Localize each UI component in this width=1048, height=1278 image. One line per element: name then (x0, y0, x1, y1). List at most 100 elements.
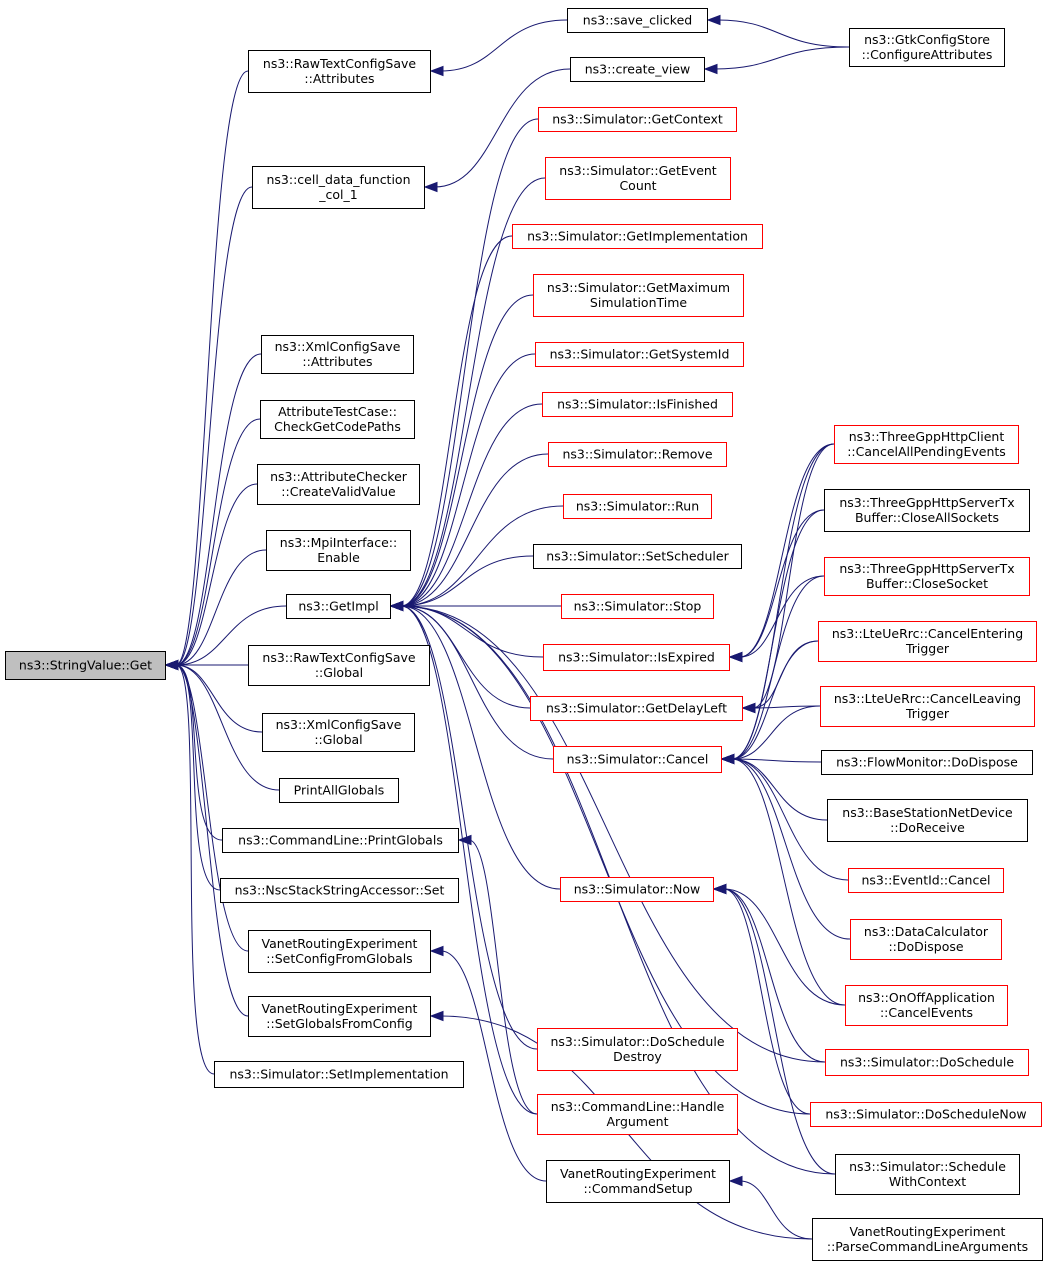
node-ns3-threegpphttpservertxbuffer-closesocket[interactable]: ns3::ThreeGppHttpServerTxBuffer::CloseSo… (824, 557, 1030, 596)
node-label-line: Argument (606, 1114, 668, 1129)
node-box (220, 878, 459, 903)
node-ns3-datacalculator-dodispose[interactable]: ns3::DataCalculator::DoDispose (850, 919, 1002, 960)
node-ns3-xmlconfigsave-global[interactable]: ns3::XmlConfigSave::Global (262, 713, 415, 752)
node-label-line: ns3::CommandLine::PrintGlobals (238, 833, 443, 848)
node-ns3-save-clicked[interactable]: ns3::save_clicked (567, 8, 708, 33)
node-ns3-simulator-setimplementation[interactable]: ns3::Simulator::SetImplementation (214, 1061, 464, 1088)
node-ns3-simulator-doschedule[interactable]: ns3::Simulator::DoSchedule (825, 1049, 1029, 1076)
node-label-line: ns3::Simulator::GetSystemId (550, 347, 730, 362)
arrowhead-n27-to-n25 (741, 702, 756, 714)
edge-n36-to-n10 (400, 605, 811, 1115)
node-ns3-threegpphttpservertxbuffer-closeallsockets[interactable]: ns3::ThreeGppHttpServerTxBuffer::CloseAl… (824, 489, 1030, 532)
edge-n2-to-n1 (440, 19, 568, 72)
node-ns3-simulator-getsystemid[interactable]: ns3::Simulator::GetSystemId (535, 342, 744, 367)
edge-n34-to-n10 (400, 605, 561, 890)
node-box (567, 8, 708, 33)
edge-n7-to-n0 (175, 418, 261, 666)
node-label-line: ::Global (314, 732, 362, 747)
node-attributetestcase-checkgetcodepaths[interactable]: AttributeTestCase::CheckGetCodePaths (260, 400, 415, 439)
node-vanetroutingexperiment-commandsetup[interactable]: VanetRoutingExperiment::CommandSetup (546, 1160, 730, 1203)
arrowhead-n3-to-n5 (703, 63, 718, 75)
node-label-line: ns3::BaseStationNetDevice (842, 805, 1013, 820)
node-box (845, 985, 1008, 1026)
node-ns3-simulator-stop[interactable]: ns3::Simulator::Stop (561, 594, 714, 619)
node-box (214, 1061, 464, 1088)
node-label-line: ns3::XmlConfigSave (276, 717, 402, 732)
node-label-line: ns3::DataCalculator (864, 924, 989, 939)
node-ns3-stringvalue-get[interactable]: ns3::StringValue::Get (5, 651, 166, 680)
node-label-line: ns3::FlowMonitor::DoDispose (836, 755, 1018, 770)
node-ns3-getimpl[interactable]: ns3::GetImpl (286, 594, 391, 619)
node-printallglobals[interactable]: PrintAllGlobals (279, 778, 399, 803)
node-ns3-commandline-printglobals[interactable]: ns3::CommandLine::PrintGlobals (222, 828, 459, 853)
node-label-line: WithContext (889, 1174, 966, 1189)
edge-n1-to-n0 (175, 70, 249, 666)
node-box (533, 274, 744, 317)
node-ns3-xmlconfigsave-attributes[interactable]: ns3::XmlConfigSave::Attributes (261, 335, 414, 374)
node-box (537, 1094, 738, 1135)
edge-n42-to-n10 (400, 605, 538, 1050)
node-vanetroutingexperiment-parsecommandlinearguments[interactable]: VanetRoutingExperiment::ParseCommandLine… (812, 1218, 1043, 1261)
node-ns3-mpiinterface-enable[interactable]: ns3::MpiInterface::Enable (266, 530, 411, 571)
node-ns3-simulator-remove[interactable]: ns3::Simulator::Remove (548, 442, 727, 467)
node-label-line: ::Attributes (302, 354, 372, 369)
node-ns3-rawtextconfigsave-attributes[interactable]: ns3::RawTextConfigSave::Attributes (248, 50, 431, 93)
node-box (810, 1102, 1042, 1127)
node-label-line: Trigger (905, 641, 950, 656)
node-ns3-simulator-getcontext[interactable]: ns3::Simulator::GetContext (538, 107, 737, 132)
edge-n15-to-n10 (400, 353, 536, 607)
node-box (820, 686, 1035, 727)
node-label-line: ns3::Simulator::SetScheduler (546, 549, 729, 564)
node-ns3-simulator-getimplementation[interactable]: ns3::Simulator::GetImplementation (512, 224, 763, 249)
node-ns3-simulator-cancel[interactable]: ns3::Simulator::Cancel (553, 746, 722, 773)
node-label-line: Destroy (613, 1049, 662, 1064)
edge-n36-to-n34 (723, 888, 811, 1115)
edge-n22-to-n25 (752, 443, 835, 709)
arrowhead-n24-to-n21 (728, 651, 743, 663)
node-ns3-simulator-isexpired[interactable]: ns3::Simulator::IsExpired (543, 644, 730, 671)
node-ns3-cell-data-function-col-1[interactable]: ns3::cell_data_function_col_1 (252, 166, 425, 209)
node-label-line: ns3::ThreeGppHttpClient (849, 429, 1005, 444)
edge-n11-to-n10 (400, 118, 539, 607)
node-label-line: ns3::GetImpl (298, 599, 378, 614)
node-ns3-attributechecker-createvalidvalue[interactable]: ns3::AttributeChecker::CreateValidValue (257, 464, 420, 505)
node-ns3-rawtextconfigsave-global[interactable]: ns3::RawTextConfigSave::Global (248, 645, 430, 686)
node-label-line: ::ParseCommandLineArguments (827, 1239, 1028, 1254)
node-label-line: ns3::save_clicked (583, 13, 692, 28)
node-box (262, 713, 415, 752)
node-ns3-gtkconfigstore-configureattributes[interactable]: ns3::GtkConfigStore::ConfigureAttributes (849, 28, 1005, 67)
arrowhead-n33-to-n28 (720, 753, 735, 765)
node-vanetroutingexperiment-setglobalsfromconfig[interactable]: VanetRoutingExperiment::SetGlobalsFromCo… (248, 996, 431, 1037)
node-box (535, 342, 744, 367)
node-box (824, 489, 1030, 532)
node-ns3-basestationnetdevice-doreceive[interactable]: ns3::BaseStationNetDevice::DoReceive (827, 799, 1028, 842)
node-vanetroutingexperiment-setconfigfromglobals[interactable]: VanetRoutingExperiment::SetConfigFromGlo… (248, 930, 431, 973)
node-ns3-simulator-getdelayleft[interactable]: ns3::Simulator::GetDelayLeft (530, 696, 743, 721)
edge-n43-to-n41 (468, 839, 538, 1115)
node-ns3-threegpphttpclient-cancelallpendingevents[interactable]: ns3::ThreeGppHttpClient::CancelAllPendin… (834, 425, 1019, 464)
node-ns3-simulator-doschedulenow[interactable]: ns3::Simulator::DoScheduleNow (810, 1102, 1042, 1127)
node-layer: ns3::StringValue::Get ns3::RawTextConfigS… (5, 8, 1043, 1261)
node-ns3-nscstackstringaccessor-set[interactable]: ns3::NscStackStringAccessor::Set (220, 878, 459, 903)
node-ns3-flowmonitor-dodispose[interactable]: ns3::FlowMonitor::DoDispose (821, 750, 1033, 775)
node-ns3-create-view[interactable]: ns3::create_view (570, 57, 705, 82)
node-ns3-onoffapplication-cancelevents[interactable]: ns3::OnOffApplication::CancelEvents (845, 985, 1008, 1026)
edge-n33-to-n28 (731, 758, 846, 1006)
node-ns3-simulator-isfinished[interactable]: ns3::Simulator::IsFinished (542, 392, 733, 417)
node-ns3-simulator-setscheduler[interactable]: ns3::Simulator::SetScheduler (533, 544, 742, 569)
edge-n5-to-n4 (434, 68, 571, 188)
node-box (848, 868, 1004, 893)
node-label-line: Trigger (905, 706, 950, 721)
node-ns3-simulator-run[interactable]: ns3::Simulator::Run (563, 494, 712, 519)
node-label-line: ns3::Simulator::SetImplementation (229, 1067, 448, 1082)
node-ns3-eventid-cancel[interactable]: ns3::EventId::Cancel (848, 868, 1004, 893)
node-ns3-simulator-now[interactable]: ns3::Simulator::Now (560, 877, 714, 902)
edge-n3-to-n5 (714, 46, 850, 70)
